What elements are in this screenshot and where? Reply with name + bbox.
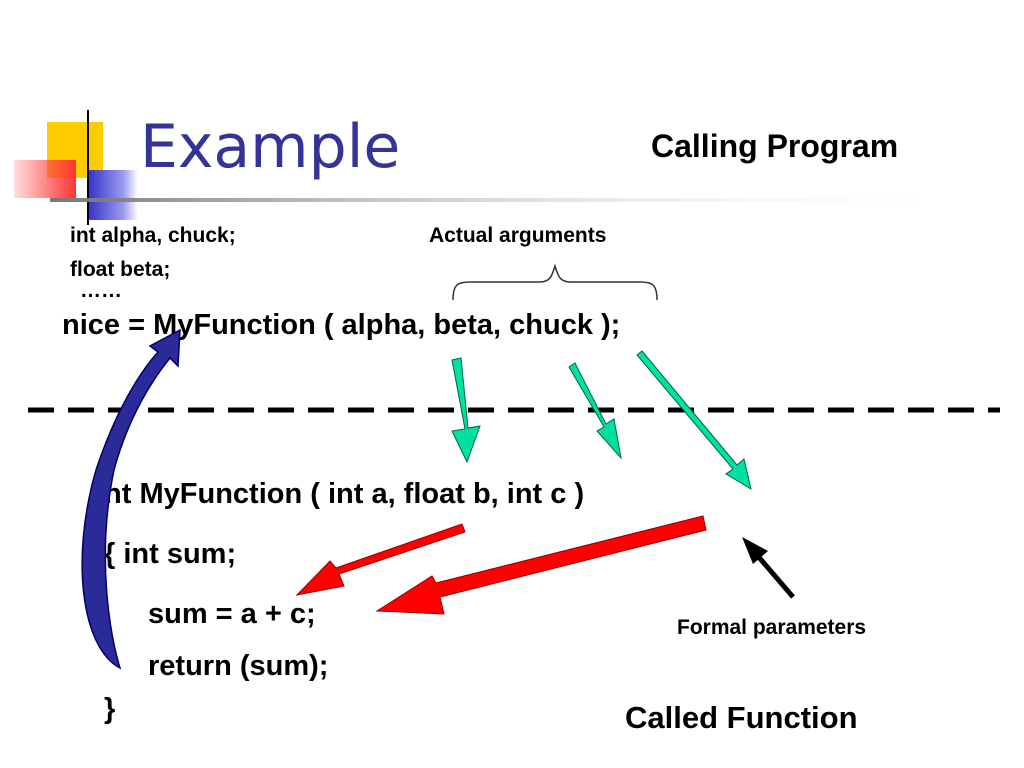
page-title: Example [140,112,401,182]
arrow-beta-to-b [568,362,622,460]
function-body-line-2: return (sum); [148,650,329,682]
declaration-line-1: int alpha, chuck; [70,224,236,247]
function-header: int MyFunction ( int a, float b, int c ) [96,478,585,510]
called-function-label: Called Function [625,700,858,735]
actual-arguments-brace [452,263,658,301]
logo-red-square [14,160,76,198]
function-body-line-1: sum = a + c; [148,598,316,630]
formal-parameters-pointer [742,537,795,599]
arrow-a-to-sum [295,523,466,596]
declaration-ellipsis: …… [80,279,122,302]
declaration-line-2: float beta; [70,258,171,281]
function-open-brace: { int sum; [104,538,237,570]
formal-parameters-label: Formal parameters [677,616,867,639]
arrow-alpha-to-a [451,357,481,464]
logo-blue-square [88,170,138,220]
parameter-arrows [295,515,707,615]
calling-program-label: Calling Program [651,128,899,164]
arrow-chuck-to-c [636,350,752,491]
return-arrow [81,328,181,670]
function-close-brace: } [104,693,116,725]
argument-arrows [451,350,752,491]
actual-arguments-label: Actual arguments [429,224,607,247]
title-rule [50,198,970,202]
arrow-c-to-sum [375,515,707,615]
function-call-line: nice = MyFunction ( alpha, beta, chuck )… [62,309,621,341]
